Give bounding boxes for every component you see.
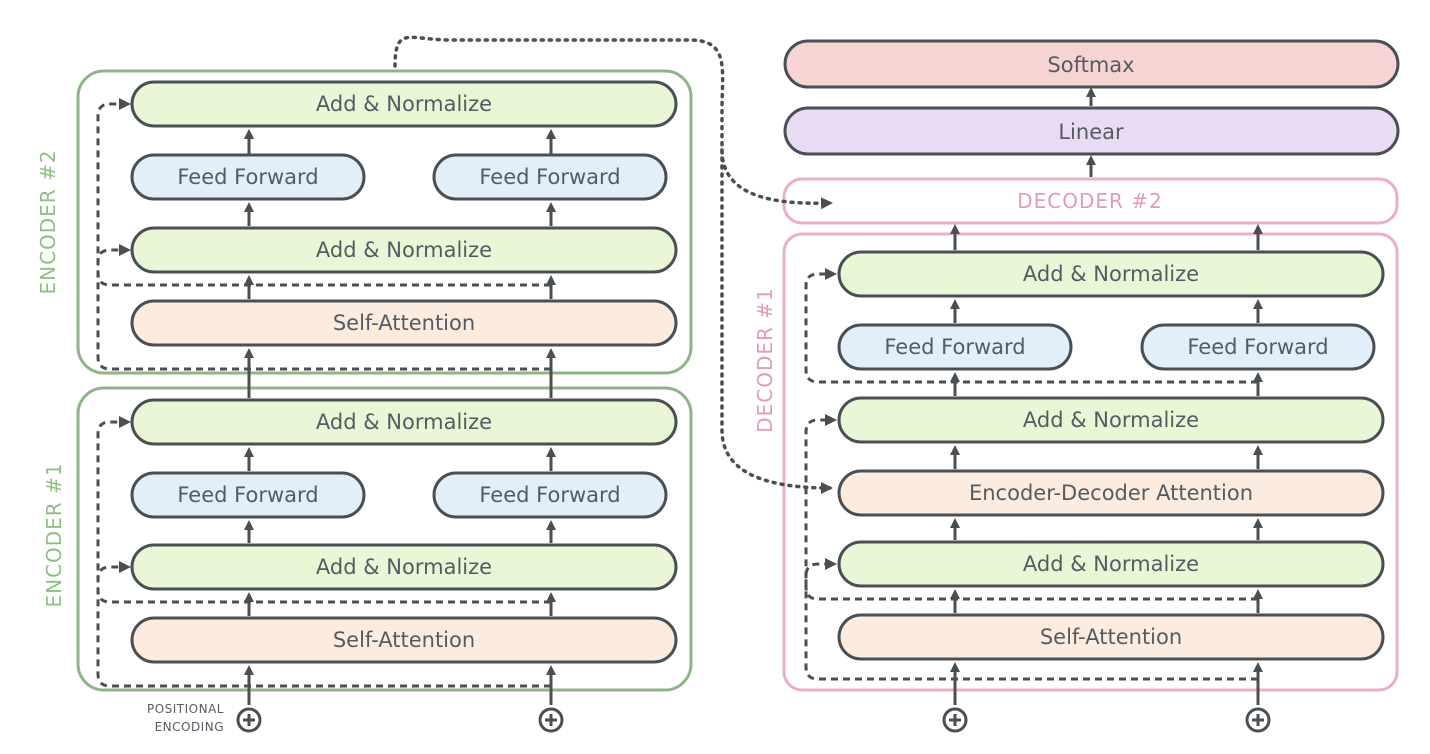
dashed-residual-connector xyxy=(96,98,551,287)
decoder-2-label: DECODER #2 xyxy=(1017,189,1163,213)
add-normalize-block xyxy=(130,80,678,128)
feed-forward-label: Feed Forward xyxy=(479,165,620,189)
feed-forward-block xyxy=(130,153,366,201)
feed-forward-label: Feed Forward xyxy=(177,165,318,189)
linear-label: Linear xyxy=(1058,120,1124,144)
feed-forward-label: Feed Forward xyxy=(479,483,620,507)
self-attention-label: Self-Attention xyxy=(333,311,475,335)
self-attention-block xyxy=(130,616,678,664)
feed-forward-block xyxy=(130,471,366,519)
feed-forward-block xyxy=(837,323,1073,371)
add-normalize-label: Add & Normalize xyxy=(1023,262,1199,286)
dashed-residual-connector xyxy=(804,558,1258,681)
add-normalize-block xyxy=(130,226,678,274)
self-attention-label: Self-Attention xyxy=(1040,625,1182,649)
dotted-encoder-output-connector xyxy=(720,148,833,494)
add-normalize-block xyxy=(837,396,1385,444)
decoder-1-label: DECODER #1 xyxy=(753,287,777,433)
feed-forward-label: Feed Forward xyxy=(177,483,318,507)
add-normalize-block xyxy=(837,540,1385,588)
encoder-1-label: ENCODER #1 xyxy=(42,462,66,607)
self-attention-block xyxy=(837,613,1385,661)
feed-forward-block xyxy=(432,471,668,519)
add-normalize-block xyxy=(130,398,678,446)
add-normalize-block xyxy=(130,543,678,591)
dashed-residual-connector xyxy=(96,244,551,371)
add-normalize-label: Add & Normalize xyxy=(316,92,492,116)
dashed-residual-connector xyxy=(804,414,1258,601)
encoder-decoder-attention-block xyxy=(837,469,1385,517)
positional-encoding-label-line2: ENCODING xyxy=(155,720,224,734)
dashed-residual-connector xyxy=(804,268,1258,384)
add-normalize-label: Add & Normalize xyxy=(1023,552,1199,576)
feed-forward-block xyxy=(432,153,668,201)
self-attention-label: Self-Attention xyxy=(333,628,475,652)
feed-forward-label: Feed Forward xyxy=(1187,335,1328,359)
linear-block xyxy=(783,106,1400,156)
add-normalize-label: Add & Normalize xyxy=(316,410,492,434)
feed-forward-label: Feed Forward xyxy=(884,335,1025,359)
dashed-residual-connector xyxy=(96,416,551,604)
feed-forward-block xyxy=(1140,323,1376,371)
add-normalize-block xyxy=(837,250,1385,298)
encoder-1-frame xyxy=(76,386,693,692)
encoder-decoder-attention-label: Encoder-Decoder Attention xyxy=(969,481,1253,505)
self-attention-block xyxy=(130,299,678,347)
add-normalize-label: Add & Normalize xyxy=(316,238,492,262)
softmax-label: Softmax xyxy=(1047,53,1134,77)
encoder-2-frame xyxy=(76,69,693,375)
add-normalize-label: Add & Normalize xyxy=(1023,408,1199,432)
dashed-residual-connector xyxy=(96,561,551,688)
add-normalize-label: Add & Normalize xyxy=(316,555,492,579)
positional-encoding-label-line1: POSITIONAL xyxy=(147,702,224,716)
encoder-2-label: ENCODER #2 xyxy=(36,149,60,294)
decoder-1-frame xyxy=(782,232,1399,692)
